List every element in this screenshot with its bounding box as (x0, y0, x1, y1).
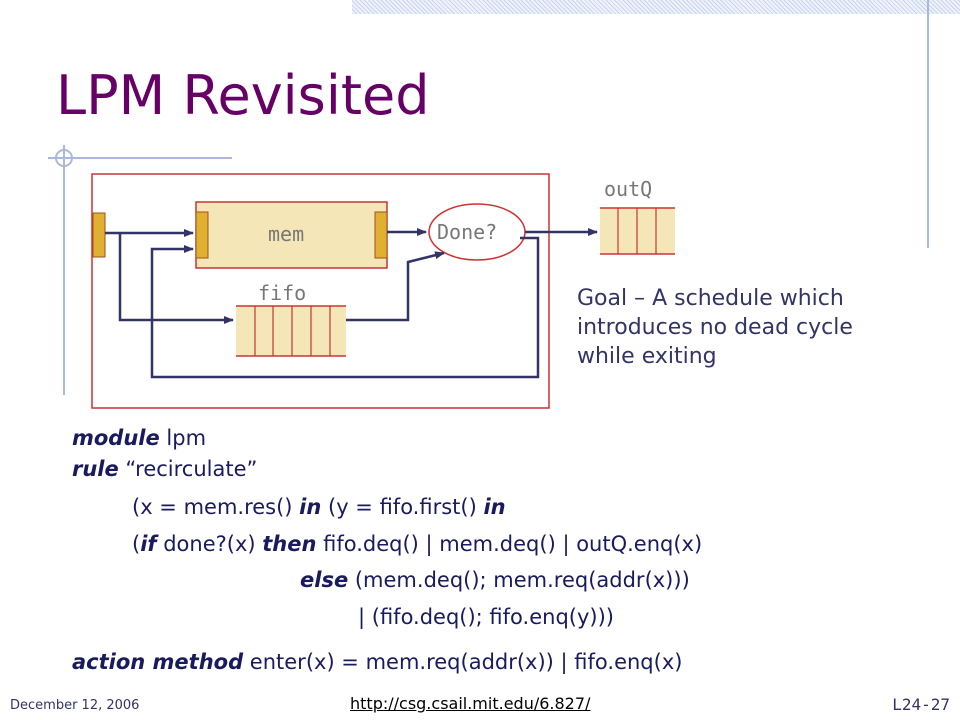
goal-line-2: introduces no dead cycle (577, 315, 853, 340)
keyword-in: in (299, 495, 322, 519)
done-label: Done? (437, 220, 497, 244)
code-text: done?(x) (156, 532, 263, 556)
fifo-label: fifo (258, 281, 306, 305)
goal-text: Goal – A schedule which introduces no de… (577, 284, 937, 371)
arrow-fifo-to-done (346, 251, 445, 322)
code-text: (x = mem.res() (132, 495, 300, 519)
keyword-then: then (262, 532, 317, 556)
mem-box: mem (195, 201, 388, 269)
decorative-crosshair (48, 0, 929, 395)
keyword-in: in (483, 495, 506, 519)
code-line-fifo: | (fifo.deq(); fifo.enq(y))) (358, 605, 614, 629)
code-line-if: (if done?(x) then fifo.deq() | mem.deq()… (132, 532, 702, 556)
code-text: enter(x) = mem.req(addr(x)) | fifo.enq(x… (243, 650, 683, 674)
code-line-rule: rule “recirculate” (72, 457, 257, 481)
mem-label: mem (268, 222, 304, 246)
code-line-else: else (mem.deq(); mem.req(addr(x))) (300, 568, 690, 592)
code-text: (mem.deq(); mem.req(addr(x))) (348, 568, 690, 592)
keyword-if: if (140, 532, 157, 556)
mem-res-port (374, 211, 388, 259)
done-check: Done? (428, 203, 526, 261)
goal-line-3: while exiting (577, 344, 717, 369)
keyword-else: else (300, 568, 349, 592)
keyword-action-method: action method (72, 650, 244, 674)
input-port (92, 212, 106, 258)
lpm-module-border (91, 173, 550, 409)
slide-title: LPM Revisited (56, 64, 430, 127)
arrow-done-recirculate (150, 236, 540, 379)
module-name: lpm (159, 426, 207, 450)
code-line-action-method: action method enter(x) = mem.req(addr(x)… (72, 650, 682, 674)
mem-req-port (195, 211, 209, 259)
outq-queue: outQ (600, 177, 675, 255)
code-text: fifo.deq() | mem.deq() | outQ.enq(x) (316, 532, 703, 556)
footer-date: December 12, 2006 (10, 698, 140, 713)
code-text: (y = fifo.first() (321, 495, 484, 519)
outq-label: outQ (604, 177, 652, 201)
code-line-module: module lpm (72, 426, 206, 450)
goal-line-1: Goal – A schedule which (577, 286, 844, 311)
footer-url-link[interactable]: http://csg.csail.mit.edu/6.827/ (350, 694, 591, 713)
dataflow-arrows (105, 228, 598, 379)
rule-name: “recirculate” (118, 457, 258, 481)
fifo-queue: fifo (236, 281, 346, 357)
arrow-input-to-fifo (118, 233, 234, 324)
code-line-let: (x = mem.res() in (y = fifo.first() in (132, 495, 506, 519)
footer-page-number: L24-27 (892, 695, 950, 714)
keyword-module: module (72, 426, 160, 450)
keyword-rule: rule (72, 457, 119, 481)
code-text: ( (132, 532, 141, 556)
top-decorative-bar (352, 0, 960, 14)
